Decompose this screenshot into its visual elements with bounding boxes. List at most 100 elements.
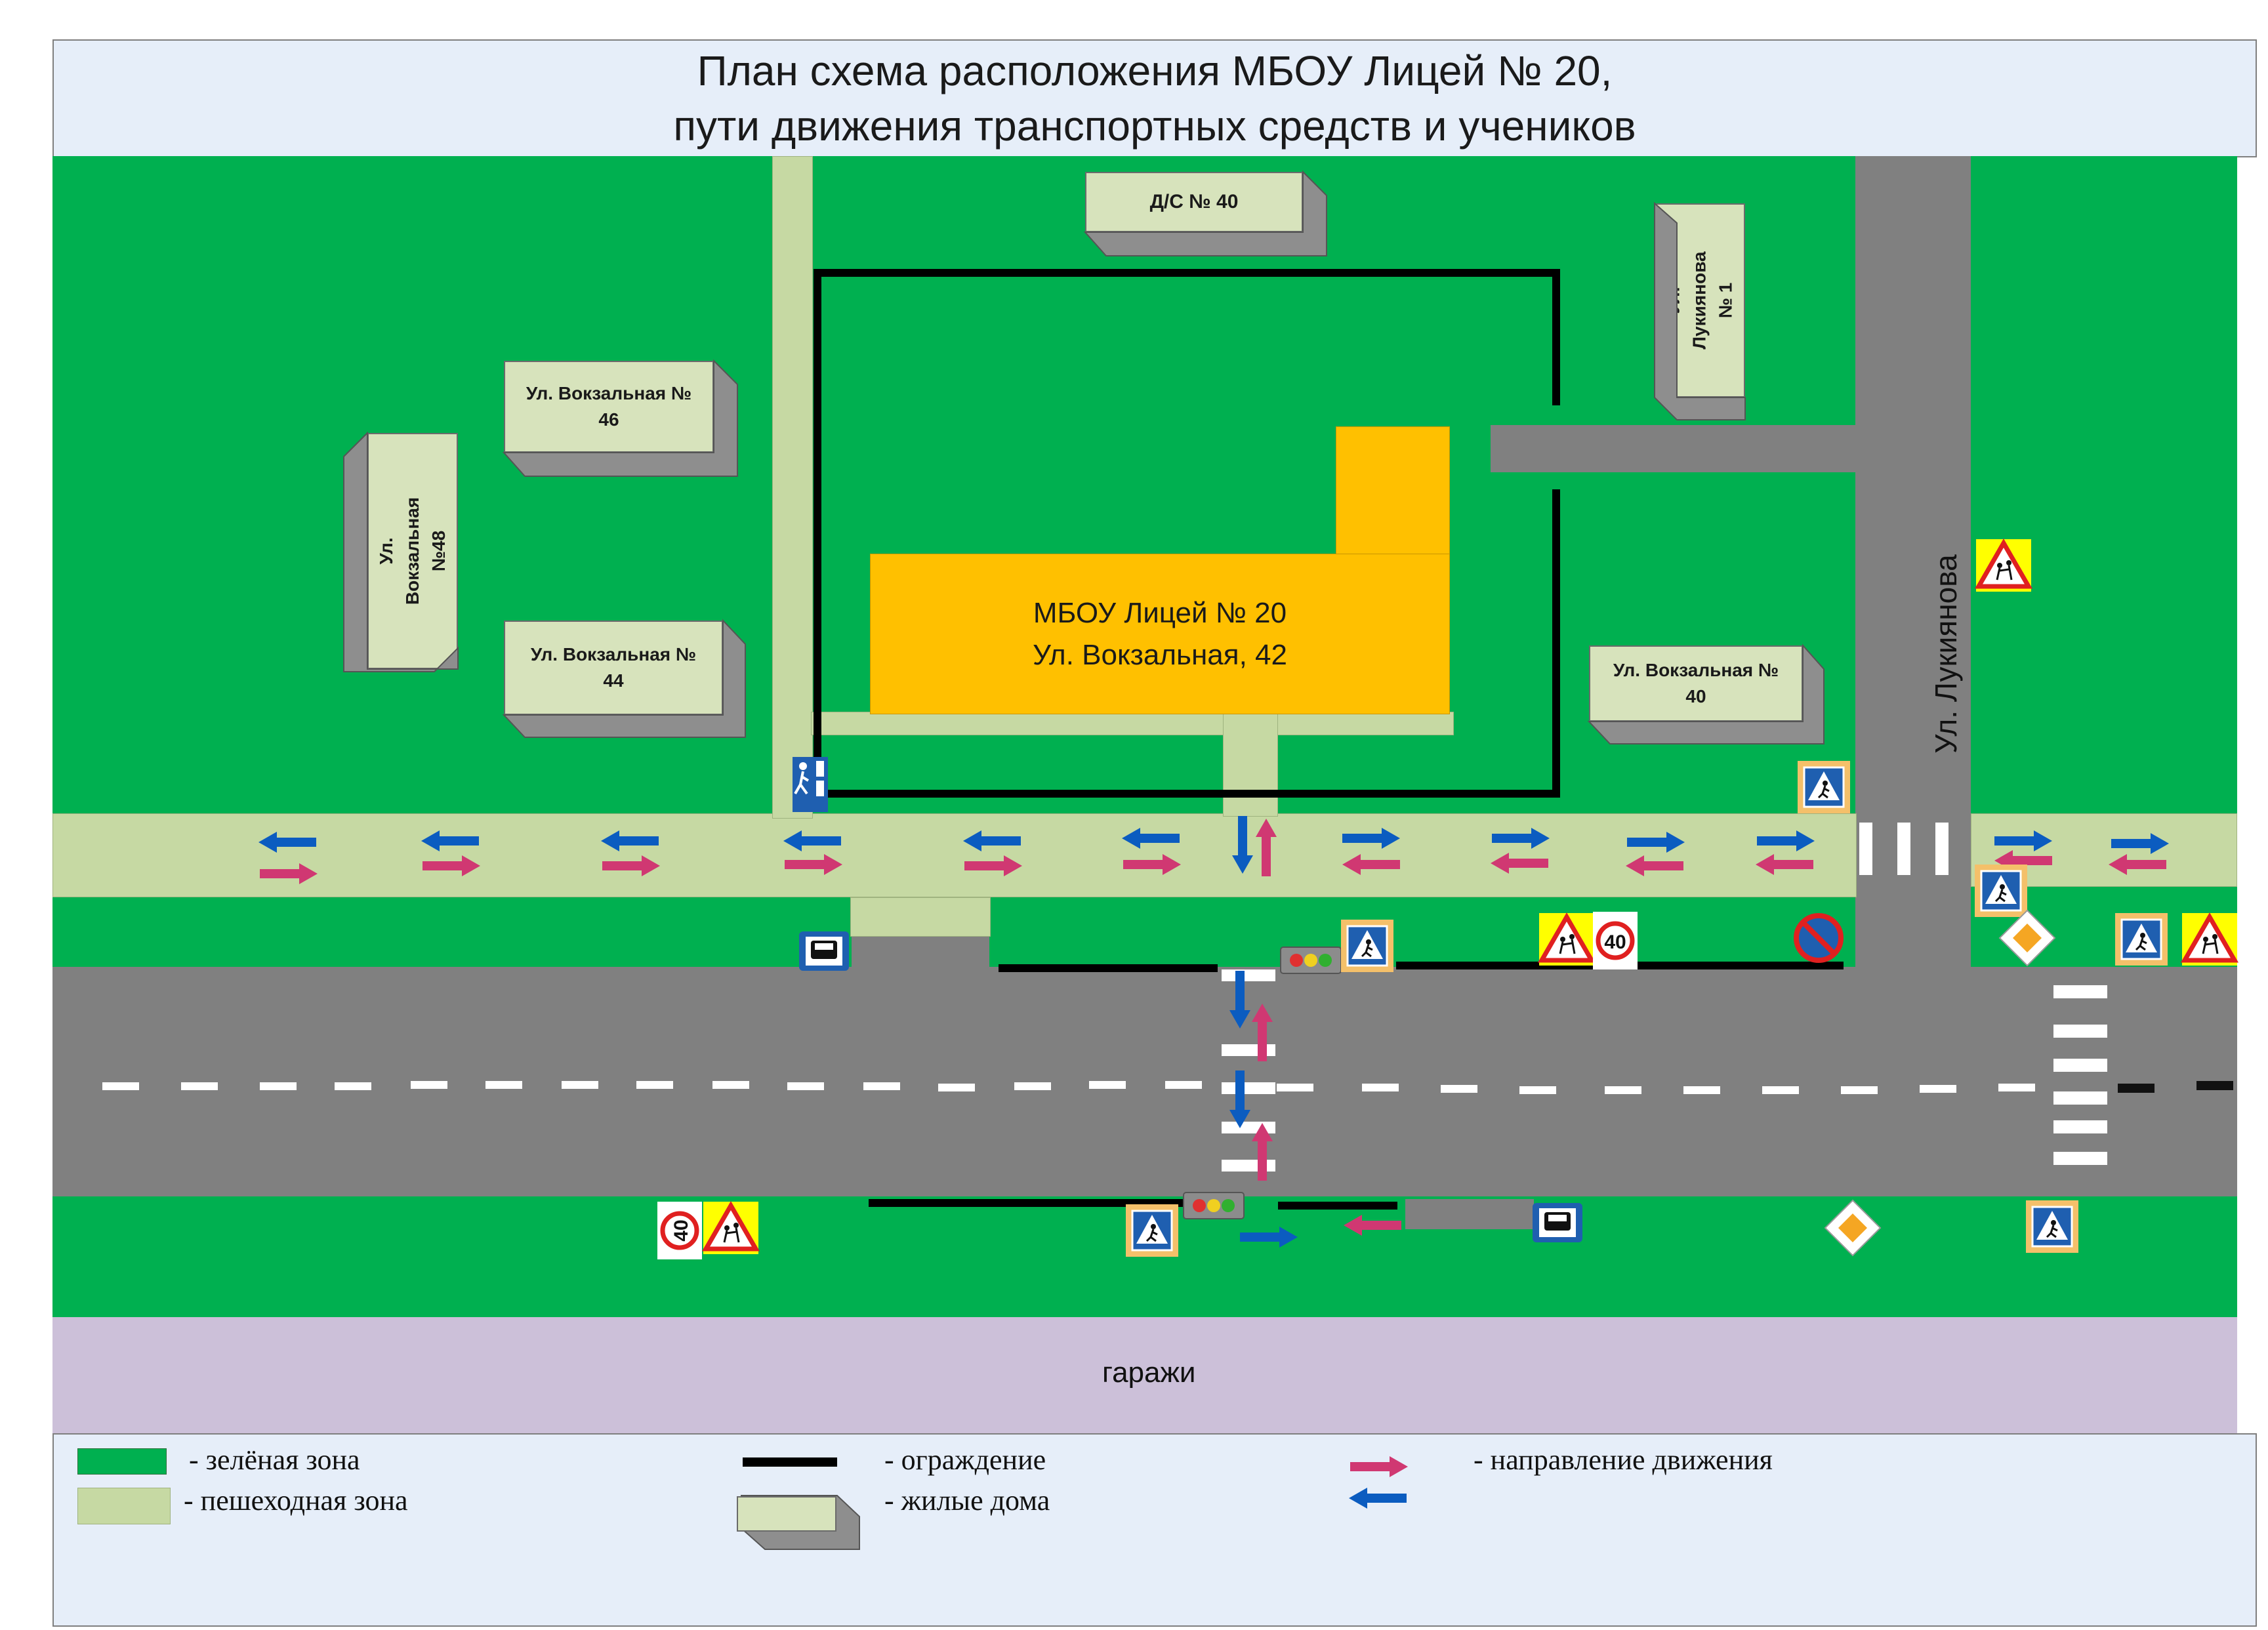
house-vokzalnaya-48-shadow bbox=[343, 431, 459, 672]
arrow-blue-left bbox=[1122, 828, 1180, 849]
school-building bbox=[870, 554, 1450, 714]
side-driveway bbox=[1491, 425, 1858, 472]
house-vokzalnaya-48: Ул. Вокзальная №48 bbox=[367, 433, 458, 669]
legend-swatch-house bbox=[737, 1496, 836, 1532]
house-vokzalnaya-44-shadow bbox=[502, 619, 746, 738]
road-signs: 40 40 bbox=[657, 539, 2237, 1259]
house-lukiyanova-1-shadow bbox=[1654, 201, 1746, 420]
pedestrian-crossing-sign bbox=[2114, 912, 2169, 967]
garages-zone bbox=[52, 1317, 2237, 1433]
legend-swatch-pedestrian bbox=[77, 1488, 171, 1524]
lukiyanova-road bbox=[1855, 156, 1971, 969]
pedestrian-crossing-sign bbox=[1796, 760, 1851, 815]
bus-stop-sign bbox=[1533, 1203, 1582, 1242]
arrow-pink-right bbox=[423, 855, 480, 876]
arrow-pink-right bbox=[964, 855, 1022, 876]
fences bbox=[814, 269, 1844, 1210]
arrow-blue-down bbox=[1229, 1070, 1250, 1128]
garages-label: гаражи bbox=[1102, 1356, 1196, 1389]
pedestrian-route-sign bbox=[793, 757, 828, 812]
house-kindergarten: Д/С № 40 bbox=[1085, 172, 1303, 232]
legend-arrow-blue bbox=[1349, 1488, 1407, 1509]
school-label: МБОУ Лицей № 20 Ул. Вокзальная, 42 bbox=[870, 592, 1450, 676]
map-title: План схема расположения МБОУ Лицей № 20,… bbox=[52, 43, 2257, 153]
legend-swatch-fence bbox=[743, 1457, 837, 1467]
children-warning-sign bbox=[703, 1202, 758, 1254]
title-panel bbox=[52, 39, 2257, 157]
school-wing bbox=[1336, 426, 1450, 558]
school-name: МБОУ Лицей № 20 bbox=[1033, 597, 1287, 629]
arrow-pink-right bbox=[260, 863, 318, 884]
fence-top bbox=[814, 269, 1560, 405]
arrow-blue-right bbox=[1627, 832, 1685, 853]
pedestrian-crossing-sign bbox=[2025, 1199, 2080, 1254]
arrow-blue-right bbox=[1994, 830, 2052, 851]
children-warning-sign bbox=[2182, 913, 2237, 966]
house-vokzalnaya-44: Ул. Вокзальная № 44 bbox=[504, 621, 723, 715]
pedestrian-crossing-sign bbox=[1973, 863, 2029, 918]
pedestrian-crossing-sign bbox=[1124, 1203, 1180, 1258]
house-vokzalnaya-46-shadow bbox=[502, 359, 738, 477]
no-parking-sign bbox=[1796, 916, 1841, 960]
house-vokzalnaya-46-label: Ул. Вокзальная № 46 bbox=[526, 383, 692, 430]
house-vokzalnaya-44-label: Ул. Вокзальная № 44 bbox=[530, 644, 697, 691]
arrow-pink-right bbox=[1123, 854, 1181, 875]
arrow-pink-left bbox=[1491, 853, 1548, 874]
arrow-blue-right bbox=[1757, 830, 1815, 851]
sidewalk-bay-left bbox=[852, 937, 989, 969]
bus-stop-sign bbox=[799, 931, 849, 971]
school-front-path bbox=[811, 712, 1454, 735]
house-kindergarten-label: Д/С № 40 bbox=[1149, 191, 1239, 213]
children-warning-sign bbox=[1539, 913, 1594, 966]
map-title-line-2: пути движения транспортных средств и уче… bbox=[673, 102, 1636, 150]
legend-swatch-green bbox=[77, 1448, 167, 1475]
children-warning-sign bbox=[1976, 539, 2031, 592]
pedestrian-crossing-sign bbox=[1340, 918, 1395, 973]
arrow-blue-right bbox=[1342, 828, 1400, 849]
speed-limit-value: 40 bbox=[670, 1219, 692, 1241]
arrow-pink-left bbox=[1756, 854, 1813, 875]
house-shadows bbox=[343, 170, 1825, 1550]
speed-limit-value: 40 bbox=[1604, 931, 1626, 953]
pedestrian-walkway bbox=[52, 813, 1857, 897]
house-vokzalnaya-40-shadow bbox=[1587, 643, 1825, 744]
bus-bay-right bbox=[1405, 1199, 1534, 1229]
road-centre-line bbox=[102, 1081, 2035, 1094]
traffic-light bbox=[1280, 947, 1342, 974]
arrow-pink-right bbox=[785, 854, 842, 875]
arrow-pink-left bbox=[1626, 855, 1683, 876]
arrow-pink-left bbox=[1342, 854, 1400, 875]
arrow-blue-left bbox=[601, 830, 659, 851]
sidewalk-extension bbox=[850, 897, 991, 937]
legend-arrow-pink bbox=[1350, 1456, 1408, 1477]
fence-school-perimeter bbox=[814, 273, 1560, 798]
arrow-blue-down bbox=[1232, 816, 1253, 874]
arrow-blue-left bbox=[783, 830, 841, 851]
crosswalk-main-east bbox=[2053, 985, 2107, 1165]
pedestrian-path-vertical bbox=[772, 156, 813, 819]
school-entrance-path bbox=[1223, 712, 1278, 817]
arrow-blue-right bbox=[1240, 1227, 1298, 1248]
legend-pedestrian-zone: - пешеходная зона bbox=[184, 1484, 408, 1517]
house-kindergarten-shadow bbox=[1083, 170, 1327, 256]
school-address: Ул. Вокзальная, 42 bbox=[1033, 639, 1287, 671]
legend-green-zone: - зелёная зона bbox=[189, 1444, 360, 1476]
legend-direction: - направление движения bbox=[1474, 1444, 1773, 1476]
arrow-pink-up bbox=[1256, 819, 1277, 876]
traffic-light bbox=[1183, 1192, 1245, 1219]
legend-fence: - ограждение bbox=[884, 1444, 1046, 1476]
arrow-blue-left bbox=[963, 830, 1021, 851]
house-vokzalnaya-40: Ул. Вокзальная № 40 bbox=[1589, 645, 1803, 722]
house-vokzalnaya-46: Ул. Вокзальная № 46 bbox=[504, 361, 714, 453]
arrow-pink-right bbox=[602, 855, 660, 876]
map-title-line-1: План схема расположения МБОУ Лицей № 20, bbox=[697, 47, 1613, 94]
walkway-arrows bbox=[258, 816, 2169, 884]
priority-road-sign bbox=[1999, 910, 2055, 966]
arrow-blue-right bbox=[2111, 833, 2169, 854]
arrow-blue-left bbox=[258, 832, 316, 853]
house-vokzalnaya-40-label: Ул. Вокзальная № 40 bbox=[1613, 660, 1779, 706]
arrow-blue-left bbox=[421, 830, 479, 851]
legend-houses: - жилые дома bbox=[884, 1484, 1050, 1517]
arrow-blue-right bbox=[1492, 828, 1550, 849]
